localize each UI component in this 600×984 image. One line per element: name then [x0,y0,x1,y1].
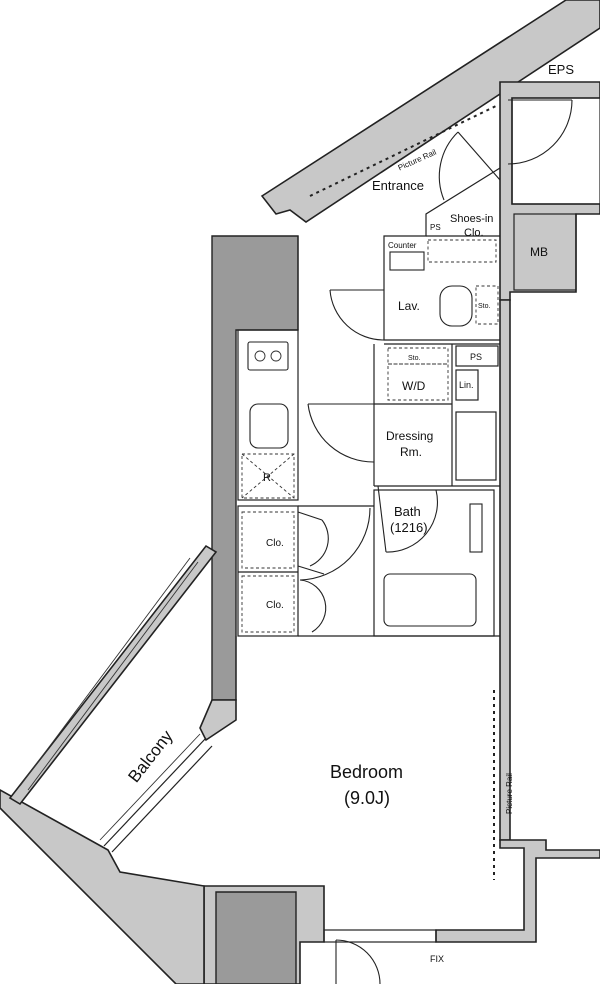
label-shoes-clo: Clo. [464,227,484,239]
bathtub [383,573,477,627]
wd-box [387,363,449,401]
burner-2 [270,350,282,362]
eps-box [511,97,600,205]
lower-diagonal-wall [0,789,205,984]
dressing-vanity [455,411,497,481]
label-fix: FIX [430,954,444,964]
kitchen-sink [249,403,289,449]
label-bedroom-size: (9.0J) [344,788,390,808]
linen-box [455,369,479,401]
counter-box [389,251,425,271]
label-sto-wd: Sto. [408,355,421,362]
entrance-door-arc [507,99,573,165]
label-counter: Counter [388,241,417,250]
label-bath-size: (1216) [390,520,428,535]
balcony-rail-2 [19,557,191,787]
lav-door-arc [329,289,385,341]
stove [247,341,289,371]
closet-1-hanger [241,511,295,569]
closet-block [237,505,299,637]
inner-entrance-door-leaf [457,131,501,181]
label-dressing-rm: Rm. [400,445,422,459]
dressing-door-arc [307,403,375,463]
top-diagonal-wall [260,0,600,223]
closet-1-door-leaf-2 [297,565,325,575]
balcony-wall [8,544,218,806]
label-bath: Bath [394,504,421,519]
doors [297,99,573,984]
window-wall-stub [199,699,237,742]
upper-right-wall [499,81,600,301]
inner-entrance-door-arc [438,131,459,201]
label-closet-1: Clo. [266,538,284,549]
corridor-door-arc [299,507,371,581]
label-lav: Lav. [398,299,420,313]
label-shoes-in: Shoes-in [450,213,493,225]
label-dressing: Dressing [386,429,433,443]
label-ps-entrance: PS [430,223,441,232]
fix-door-arc [335,939,381,984]
label-bedroom: Bedroom [330,762,403,782]
label-lin: Lin. [459,380,474,390]
fixtures [241,239,499,633]
label-eps: EPS [548,62,574,77]
window-line-3 [99,733,201,841]
balcony-rail-1 [27,561,199,791]
label-entrance: Entrance [372,178,424,193]
label-ps-wd: PS [470,352,482,362]
bottom-column [215,891,297,984]
window-line-1 [103,737,207,847]
shoes-in-box [427,239,497,263]
label-mb: MB [530,245,548,259]
mb-box [513,213,577,291]
lavatory-sink [439,285,473,327]
kitchen-counter [237,329,299,501]
closet-2-hanger [241,575,295,633]
closet-2-door-arc [299,579,327,633]
left-column [211,235,299,701]
closet-1-door-leaf [297,511,323,521]
ps-box [455,345,499,367]
label-refrigerator: R [263,472,271,484]
label-wd: W/D [402,379,426,393]
closet-1-door-arc [309,519,329,567]
bath-shelf [469,503,483,553]
balcony-railing [19,557,213,853]
burner-1 [254,350,266,362]
refrigerator-box [241,453,295,499]
fix-window [323,929,437,943]
label-closet-2: Clo. [266,600,284,611]
bath-door-arc [385,489,439,553]
bottom-right-wall [435,839,600,943]
lav-storage [475,285,499,325]
label-picture-rail-right: Picture Rail [505,773,514,814]
label-sto-lav: Sto. [478,303,491,310]
refrigerator-cross-2 [241,453,295,499]
right-wall [499,299,511,841]
bath-door-leaf [377,485,387,553]
window-line-2 [111,745,213,853]
